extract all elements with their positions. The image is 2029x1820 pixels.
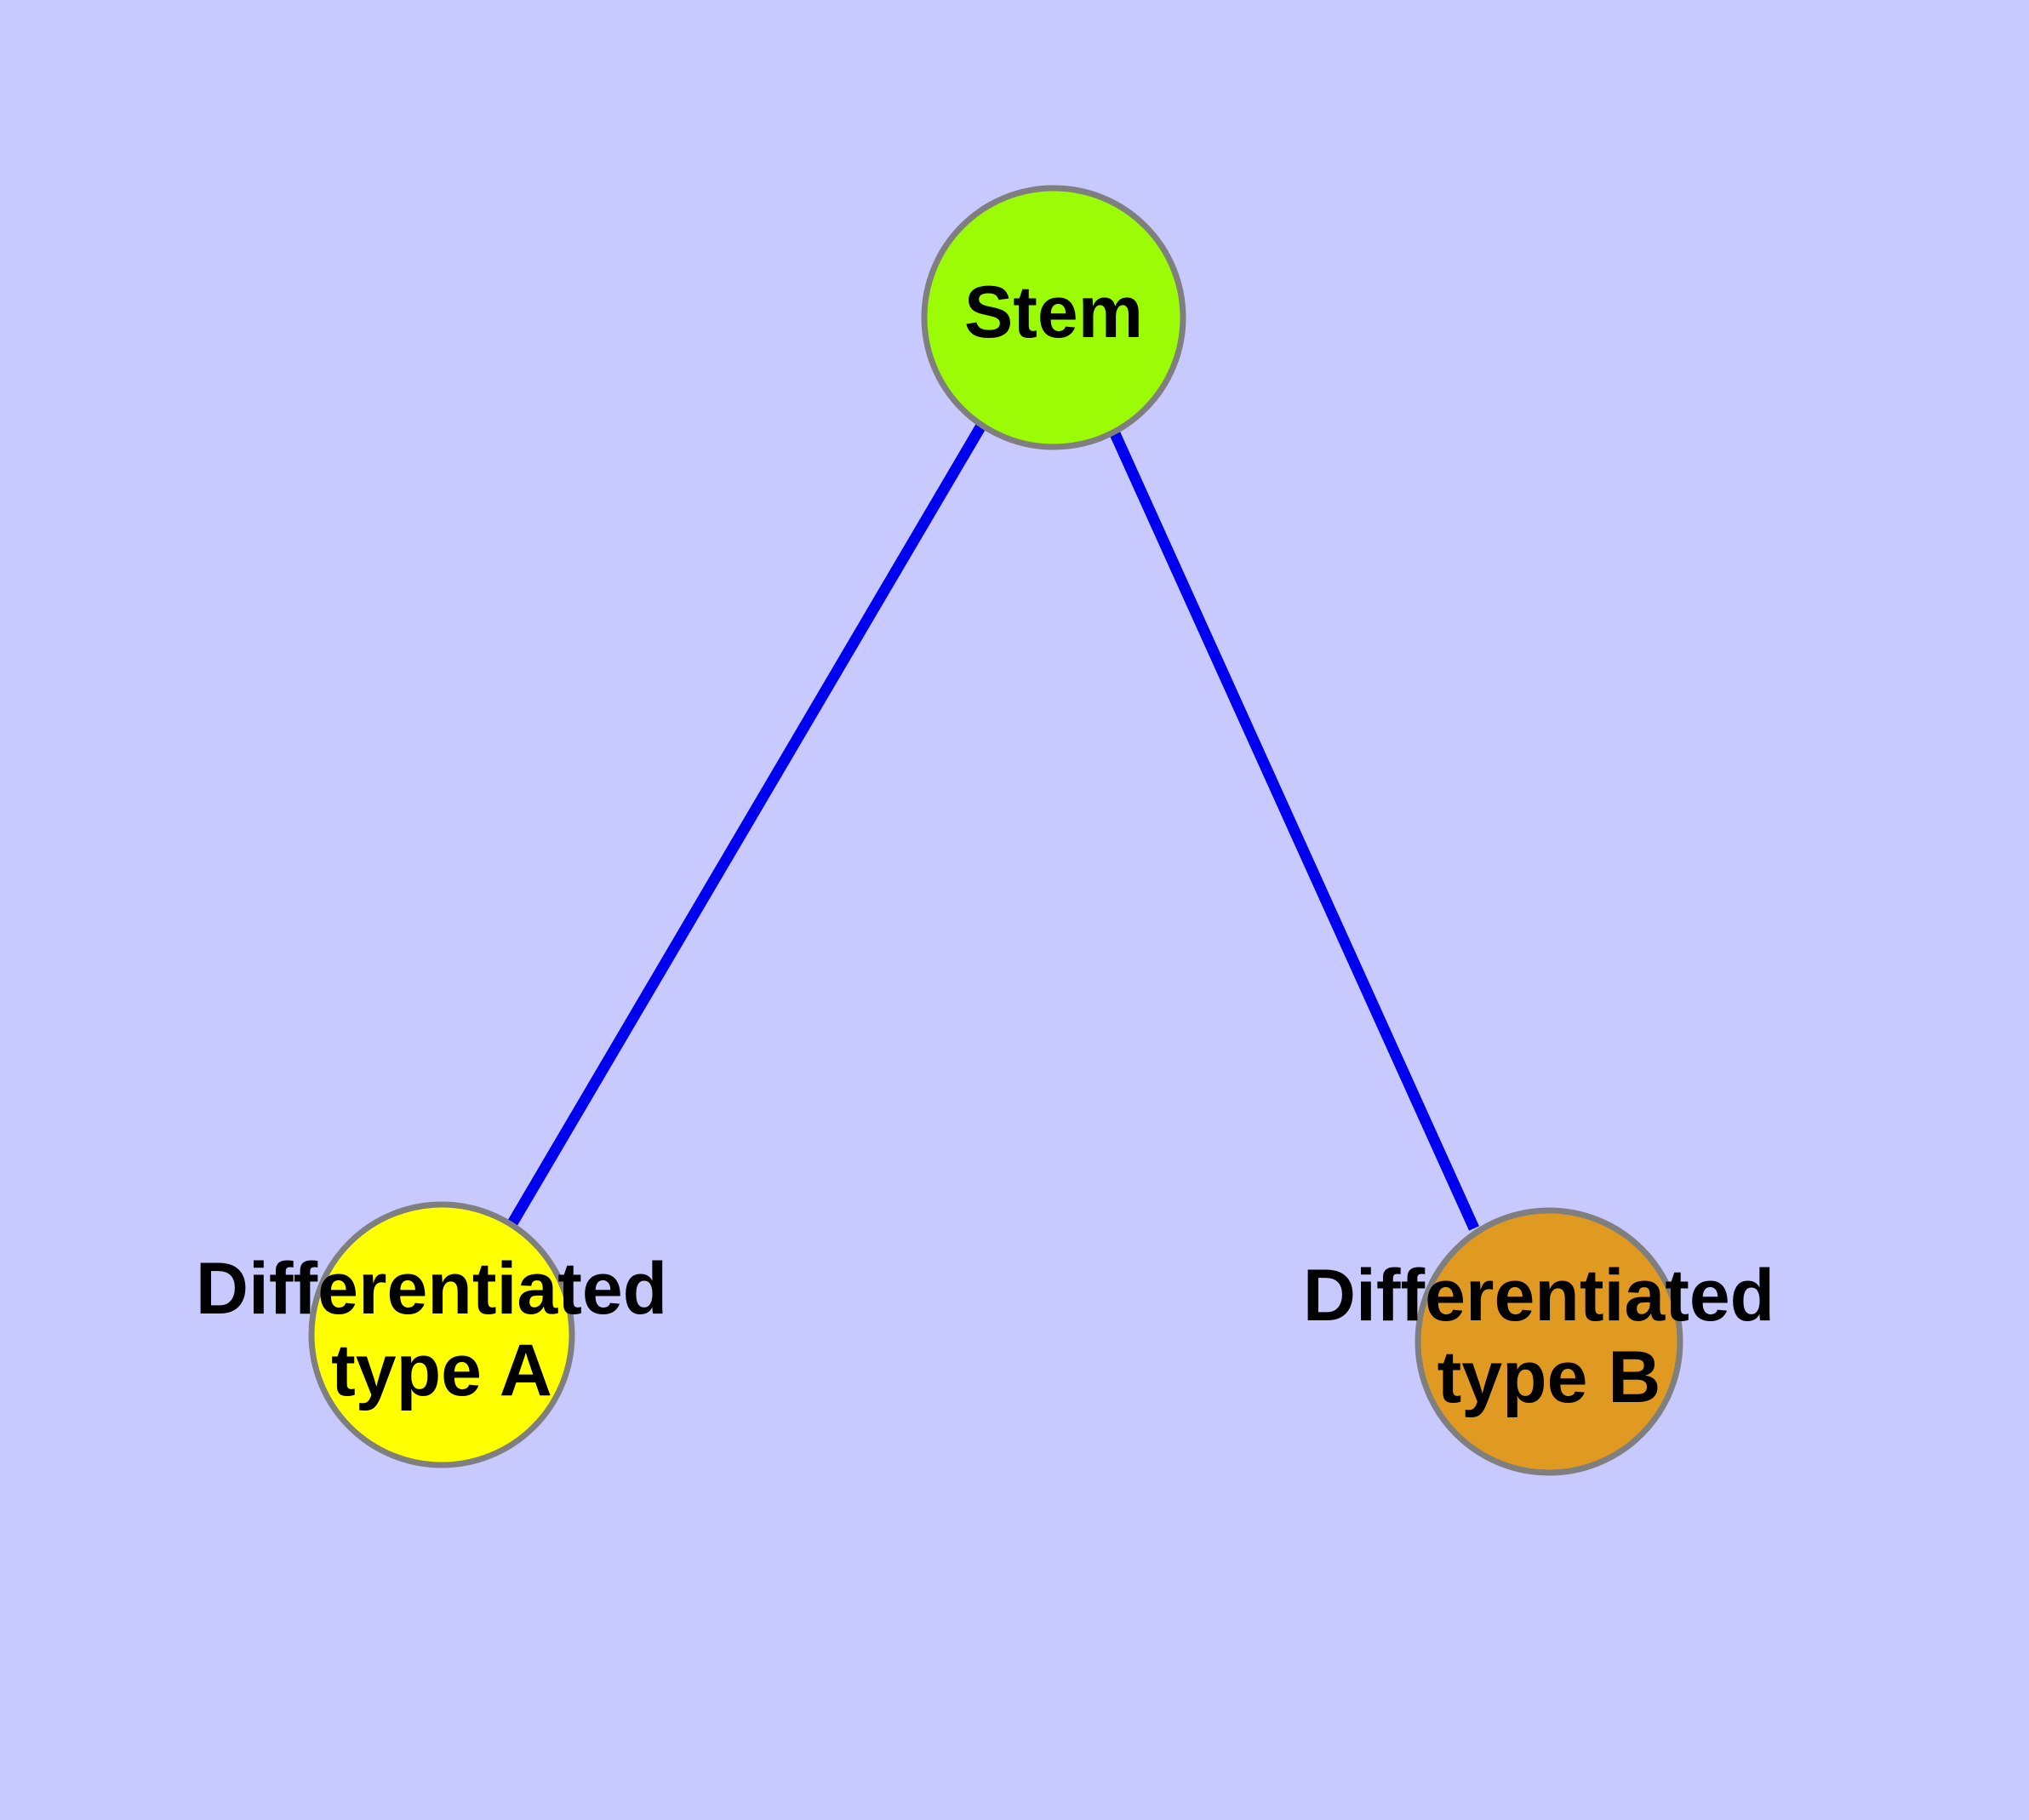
node-label-differentiated-type-b-line-2: type B [1437,1336,1661,1418]
node-label-stem-line-1: Stem [964,272,1143,353]
node-differentiated-type-b[interactable] [1415,1207,1683,1476]
edges-layer [507,422,1479,1231]
node-label-differentiated-type-a-line-2: type A [331,1330,552,1411]
node-label-differentiated-type-b-line-1: Differentiated [1303,1255,1775,1336]
node-label-stem: Stem [964,272,1143,353]
nodes-layer [308,185,1683,1476]
node-differentiated-type-a[interactable] [308,1201,575,1468]
node-label-differentiated-type-a: Differentiated type A [196,1248,688,1411]
node-stem[interactable] [921,185,1186,450]
node-label-differentiated-type-a-line-1: Differentiated [196,1248,667,1330]
node-label-differentiated-type-b: Differentiated type B [1303,1255,1795,1418]
edge-stem-to-differentiated-type-a[interactable] [507,422,986,1227]
edge-stem-to-differentiated-type-b[interactable] [1108,427,1479,1231]
labels-layer: Stem Differentiated type A Differentiate… [196,272,1795,1418]
